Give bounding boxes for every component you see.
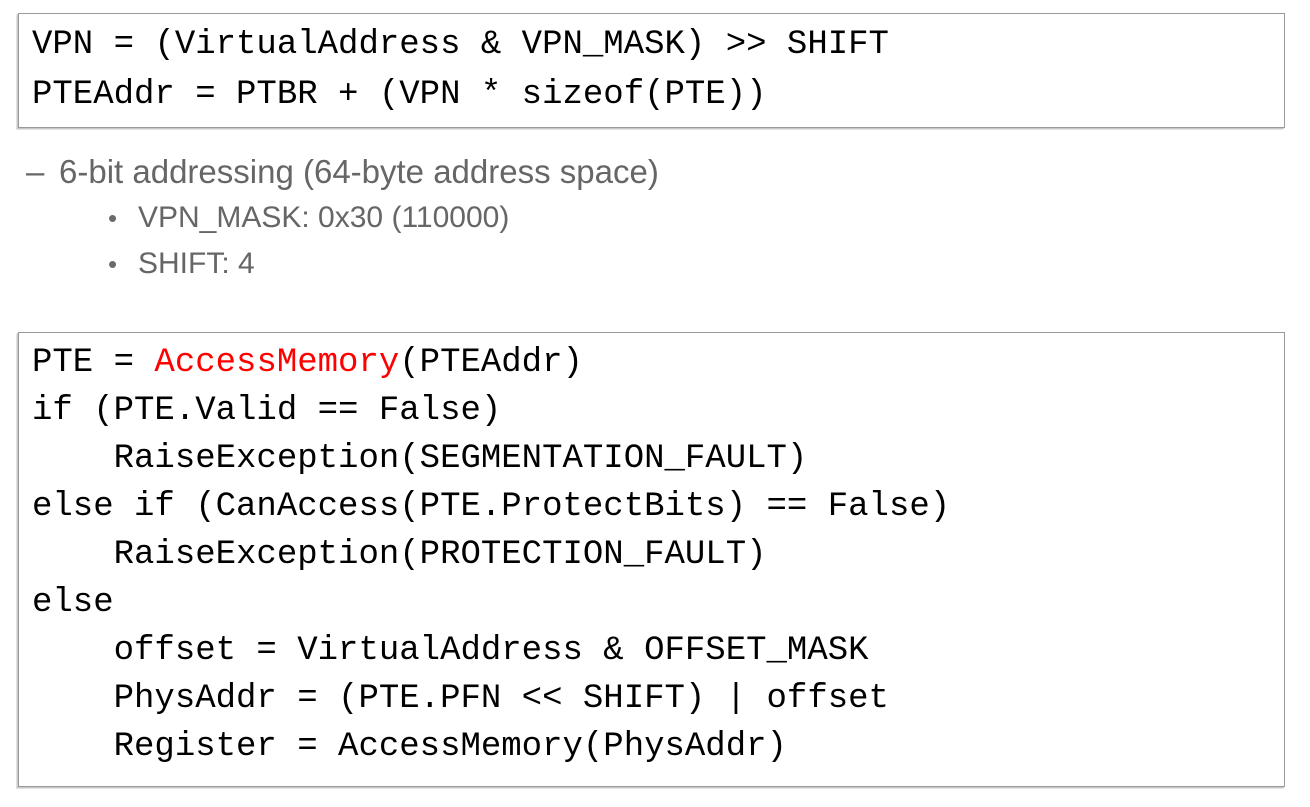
code-line-access-memory: PTE = AccessMemory(PTEAddr) xyxy=(32,339,1280,387)
code-token: PTE = xyxy=(32,344,155,382)
code-token: (PTEAddr) xyxy=(399,344,583,382)
code-line: PTEAddr = PTBR + (VPN * sizeof(PTE)) xyxy=(32,76,767,114)
address-translation-code-box: PTE = AccessMemory(PTEAddr) if (PTE.Vali… xyxy=(18,332,1285,787)
bullet-item-addressing: – 6-bit addressing (64-byte address spac… xyxy=(0,148,1310,195)
code-line-container: PTE = AccessMemory(PTEAddr) if (PTE.Vali… xyxy=(32,339,1280,771)
vpn-computation-code-box: VPN = (VirtualAddress & VPN_MASK) >> SHI… xyxy=(18,13,1285,128)
code-line: RaiseException(PROTECTION_FAULT) xyxy=(32,536,767,574)
code-line: RaiseException(SEGMENTATION_FAULT) xyxy=(32,440,808,478)
bullet-label: VPN_MASK: 0x30 (110000) xyxy=(138,201,510,234)
code-line: VPN = (VirtualAddress & VPN_MASK) >> SHI… xyxy=(32,26,889,64)
code-line: PhysAddr = (PTE.PFN << SHIFT) | offset xyxy=(32,680,889,718)
code-line: else xyxy=(32,584,114,622)
dash-marker-icon: – xyxy=(26,153,45,190)
code-line: offset = VirtualAddress & OFFSET_MASK xyxy=(32,632,869,670)
bullet-label: SHIFT: 4 xyxy=(138,247,255,280)
code-line: if (PTE.Valid == False) xyxy=(32,392,502,430)
code-line-container: VPN = (VirtualAddress & VPN_MASK) >> SHI… xyxy=(32,20,1280,120)
code-line: Register = AccessMemory(PhysAddr) xyxy=(32,728,787,766)
bullet-dot-icon: • xyxy=(108,203,118,233)
bullet-dot-icon: • xyxy=(108,249,118,279)
bullet-item-shift: • SHIFT: 4 xyxy=(0,241,1310,287)
bullet-item-vpn-mask: • VPN_MASK: 0x30 (110000) xyxy=(0,195,1310,241)
code-line: else if (CanAccess(PTE.ProtectBits) == F… xyxy=(32,488,951,526)
bullet-label: 6-bit addressing (64-byte address space) xyxy=(59,153,659,190)
code-token-highlighted: AccessMemory xyxy=(154,344,400,382)
bullet-list: – 6-bit addressing (64-byte address spac… xyxy=(0,148,1310,287)
